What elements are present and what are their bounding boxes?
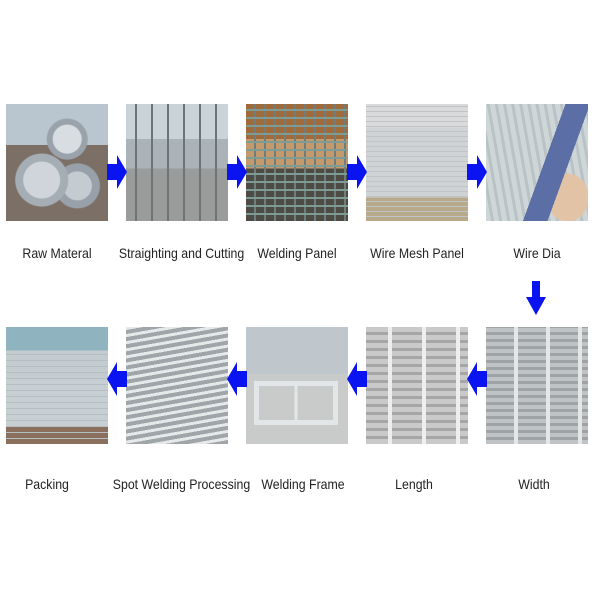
arrow-left-icon (347, 362, 367, 396)
wire-mesh-panel-photo (366, 104, 468, 221)
step-label-width: Width (518, 476, 550, 492)
straightening-cutting-photo (126, 104, 228, 221)
length-photo (366, 327, 468, 444)
step-label-straightening-cutting: Straighting and Cutting (118, 245, 245, 261)
arrow-right-icon (347, 155, 367, 189)
arrow-right-icon (467, 155, 487, 189)
arrow-left-icon (107, 362, 127, 396)
arrow-right-icon (227, 155, 247, 189)
packing-photo (6, 327, 108, 444)
spot-welding-processing-photo (126, 327, 228, 444)
arrow-left-icon (467, 362, 487, 396)
step-label-spot-welding-processing: Spot Welding Processing (112, 476, 251, 492)
step-label-packing: Packing (25, 476, 69, 492)
step-label-wire-mesh-panel: Wire Mesh Panel (370, 245, 464, 261)
arrow-left-icon (227, 362, 247, 396)
welding-panel-photo (246, 104, 348, 221)
arrow-right-icon (107, 155, 127, 189)
step-label-wire-dia: Wire Dia (513, 245, 561, 261)
step-label-length: Length (395, 476, 433, 492)
step-label-welding-frame: Welding Frame (261, 476, 345, 492)
raw-material-photo (6, 104, 108, 221)
welding-frame-photo (246, 327, 348, 444)
width-photo (486, 327, 588, 444)
wire-dia-photo (486, 104, 588, 221)
step-label-welding-panel: Welding Panel (257, 245, 337, 261)
step-label-raw-material: Raw Materal (22, 245, 92, 261)
arrow-down-icon (526, 281, 546, 315)
